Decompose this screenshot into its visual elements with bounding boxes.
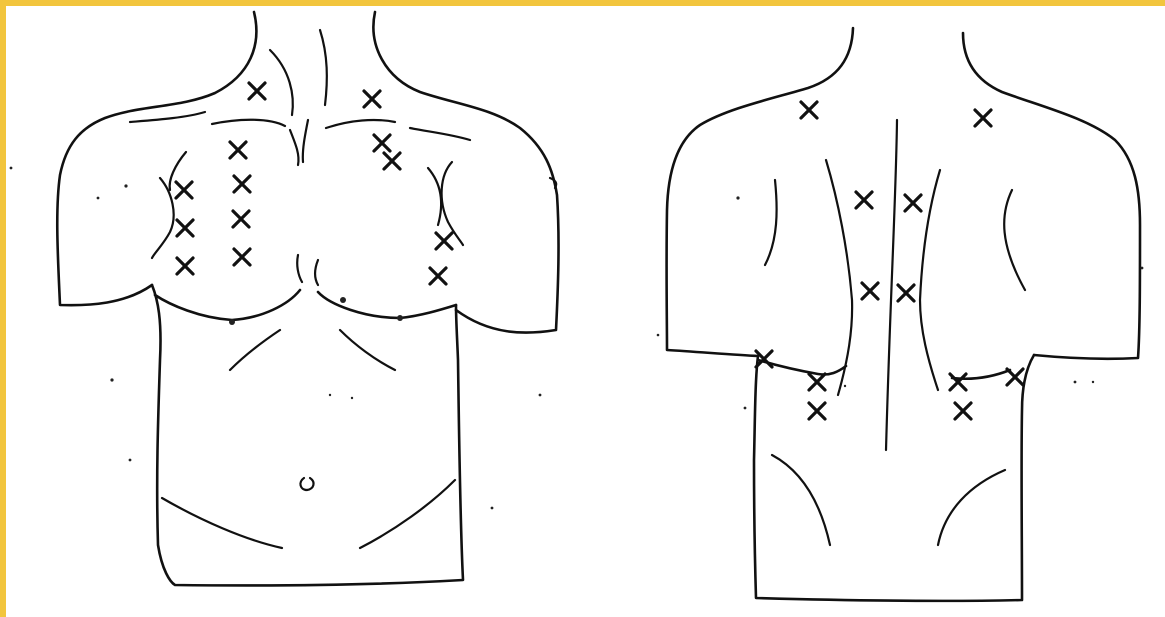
back-view-x-mark (862, 283, 878, 299)
front-specks (97, 184, 542, 509)
back-view-x-mark (955, 403, 971, 419)
back-view-x-mark (905, 195, 921, 211)
back-specks (10, 167, 1144, 410)
front-view-x-mark (176, 182, 192, 198)
back-view-x-mark (975, 110, 991, 126)
back-view-x-mark (809, 403, 825, 419)
front-view-x-mark (430, 268, 446, 284)
back-view-x-mark (898, 285, 914, 301)
back-view-x-mark (856, 192, 872, 208)
front-view-x-mark (177, 220, 193, 236)
back-view-x-mark (950, 374, 966, 390)
back-view (10, 28, 1144, 601)
back-view-x-mark (809, 374, 825, 390)
front-view-x-mark (230, 142, 246, 158)
back-body-outline (667, 28, 1140, 601)
front-view (57, 12, 558, 585)
back-muscle-lines (550, 120, 1025, 545)
front-view-x-mark (364, 91, 380, 107)
front-view-x-mark (233, 211, 249, 227)
front-view-x-mark (234, 176, 250, 192)
front-view-x-mark (384, 153, 400, 169)
front-view-x-mark (234, 249, 250, 265)
front-view-x-mark (374, 135, 390, 151)
front-view-x-mark (177, 258, 193, 274)
back-view-x-mark (1007, 369, 1023, 385)
front-view-x-mark (249, 83, 265, 99)
front-view-x-mark (436, 233, 452, 249)
front-body-outline (57, 12, 558, 585)
back-view-x-mark (801, 102, 817, 118)
